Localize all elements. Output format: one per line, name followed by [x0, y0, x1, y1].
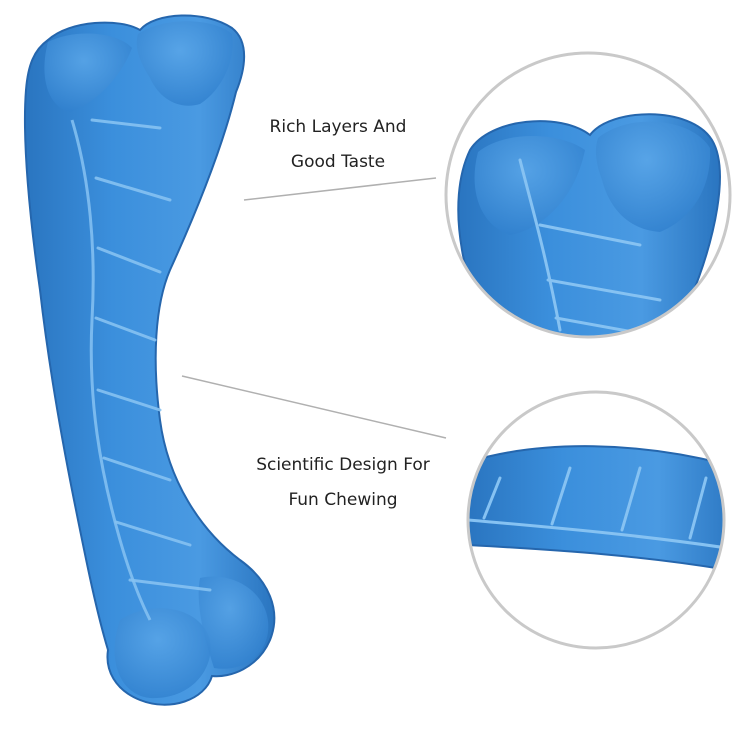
- callout-rich-layers: Rich Layers And Good Taste: [248, 110, 428, 180]
- callout-scientific-design-line-1: Scientific Design For: [256, 455, 430, 475]
- bone-top-knob-right: [136, 21, 233, 106]
- bone-chew-toy: [23, 14, 276, 706]
- bone-top-knob-left: [44, 33, 132, 112]
- bone-bottom-knob-left: [114, 608, 211, 699]
- bone-ridges: [90, 118, 212, 592]
- callout-scientific-design-line-2: Fun Chewing: [288, 490, 398, 510]
- leader-line-bottom: [181, 375, 447, 439]
- leader-line-top: [243, 177, 437, 201]
- callout-scientific-design: Scientific Design For Fun Chewing: [232, 448, 454, 518]
- bone-bottom-knob-right: [198, 576, 269, 669]
- bone-spine-ridge: [70, 119, 152, 621]
- zoom-circle-bottom: [466, 390, 726, 650]
- zoom-circle-top: [444, 51, 732, 339]
- callout-rich-layers-line-1: Rich Layers And: [269, 117, 407, 137]
- callout-rich-layers-line-2: Good Taste: [290, 152, 386, 172]
